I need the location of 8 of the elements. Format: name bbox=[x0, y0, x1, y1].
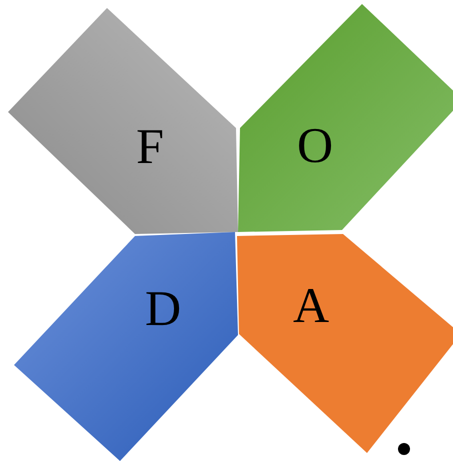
quadrant-letter: O bbox=[296, 120, 334, 170]
quadrant-letter: F bbox=[136, 121, 164, 171]
quadrant-shape bbox=[238, 4, 453, 232]
quadrant-letter: D bbox=[144, 283, 182, 333]
quadrant-shape bbox=[14, 232, 238, 461]
quadrant-letter: A bbox=[292, 280, 330, 330]
quadrant-shape bbox=[236, 234, 453, 454]
quadrant-shape bbox=[8, 8, 238, 234]
